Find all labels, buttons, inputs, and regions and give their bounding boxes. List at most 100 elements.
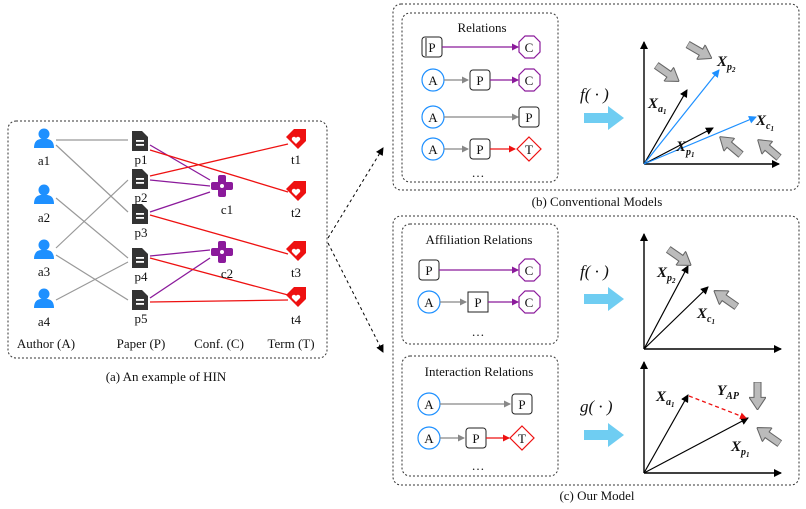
svg-text:YAP: YAP <box>717 383 740 402</box>
our-model-caption: (c) Our Model <box>559 488 634 503</box>
ellipsis: … <box>472 165 485 180</box>
node-label: P <box>476 142 483 157</box>
node-label: P <box>518 397 525 412</box>
hint-arrow-icon <box>756 139 783 162</box>
node-label: P <box>476 73 483 88</box>
conference-label: c2 <box>221 266 233 281</box>
node-label: A <box>424 295 434 310</box>
author-label: a4 <box>38 314 51 329</box>
document-icon <box>132 204 148 224</box>
conventional-caption: (b) Conventional Models <box>532 194 663 209</box>
svg-text:Xa1: Xa1 <box>655 389 675 409</box>
interaction-title: Interaction Relations <box>425 364 534 379</box>
paper-label: p1 <box>135 152 148 167</box>
ellipsis: … <box>472 458 485 473</box>
conventional-frame <box>392 3 800 191</box>
hin-caption: (a) An example of HIN <box>106 369 227 384</box>
embedding-plot-affiliation: Xp2 Xc1 <box>640 233 782 353</box>
node-label: A <box>424 431 434 446</box>
node-label: P <box>428 40 435 55</box>
node-label: P <box>472 431 479 446</box>
relations-title: Relations <box>457 20 506 35</box>
ellipsis: … <box>472 324 485 339</box>
paper-label: p2 <box>135 190 148 205</box>
node-label: A <box>428 142 438 157</box>
big-right-arrow-icon <box>584 423 624 447</box>
interaction-distance <box>688 395 747 420</box>
embedding-plot-b: Xa1 Xp2 Xp1 Xc1 <box>640 40 783 168</box>
paper-label: p4 <box>135 269 149 284</box>
term-label: t3 <box>291 265 301 280</box>
node-label: C <box>525 295 534 310</box>
svg-text:Xp1: Xp1 <box>730 439 750 459</box>
function-f-label: f( · ) <box>580 85 609 104</box>
node-label: C <box>525 40 534 55</box>
connector-to-b <box>327 147 384 239</box>
embedding-plot-interaction: Xa1 YAP Xp1 <box>640 361 783 477</box>
big-right-arrow-icon <box>584 287 624 311</box>
person-icon <box>34 184 54 204</box>
node-label: A <box>428 110 438 125</box>
hint-arrow-icon <box>685 40 713 60</box>
our-model-frame <box>392 215 800 486</box>
node-label: P <box>425 263 432 278</box>
plus-icon <box>211 241 233 263</box>
term-nodes: t1 t2 t3 t4 <box>286 129 306 327</box>
node-label: T <box>518 431 526 446</box>
node-label: A <box>424 397 434 412</box>
document-icon <box>132 290 148 310</box>
node-label: P <box>474 295 481 310</box>
node-label: C <box>525 73 534 88</box>
tag-heart-icon <box>286 181 306 201</box>
document-icon <box>132 131 148 151</box>
paper-label: p5 <box>135 311 148 326</box>
column-label-paper: Paper (P) <box>117 336 166 351</box>
person-icon <box>34 288 54 308</box>
conference-nodes: c1 c2 <box>211 175 233 281</box>
affiliation-title: Affiliation Relations <box>426 232 533 247</box>
svg-text:Xp2: Xp2 <box>716 54 736 74</box>
author-nodes: a1 a2 a3 a4 <box>34 128 54 329</box>
tag-heart-icon <box>286 241 306 261</box>
svg-text:Xc1: Xc1 <box>696 306 715 326</box>
interaction-box <box>401 355 559 477</box>
hint-arrow-icon <box>665 245 692 266</box>
person-icon <box>34 128 54 148</box>
tag-heart-icon <box>286 287 306 307</box>
hint-arrow-icon <box>718 136 745 159</box>
author-label: a2 <box>38 210 50 225</box>
document-icon <box>132 248 148 268</box>
svg-text:Xc1: Xc1 <box>755 113 774 133</box>
node-label: T <box>525 142 533 157</box>
term-label: t4 <box>291 312 302 327</box>
column-label-author: Author (A) <box>17 336 75 351</box>
function-f-label: f( · ) <box>580 262 609 281</box>
node-label: C <box>525 263 534 278</box>
paper-nodes: p1 p2 p3 p4 p5 <box>132 131 148 326</box>
author-label: a3 <box>38 264 50 279</box>
hint-arrow-icon <box>713 290 740 311</box>
document-icon <box>132 169 148 189</box>
node-label: A <box>428 73 438 88</box>
affiliation-box <box>401 223 559 345</box>
person-icon <box>34 239 54 259</box>
big-right-arrow-icon <box>584 106 624 130</box>
svg-text:Xp1: Xp1 <box>675 139 695 159</box>
hin-frame <box>7 120 328 359</box>
conference-label: c1 <box>221 202 233 217</box>
author-label: a1 <box>38 153 50 168</box>
relations-box <box>401 12 559 183</box>
hint-arrow-icon <box>756 427 783 448</box>
term-label: t2 <box>291 205 301 220</box>
term-label: t1 <box>291 152 301 167</box>
function-g-label: g( · ) <box>580 397 613 416</box>
hint-arrow-icon <box>653 61 680 82</box>
hin-edges <box>55 139 289 303</box>
paper-label: p3 <box>135 225 148 240</box>
hint-arrow-icon <box>749 382 766 410</box>
node-label: P <box>525 110 532 125</box>
connector-to-c <box>327 242 384 353</box>
column-label-conference: Conf. (C) <box>194 336 244 351</box>
column-label-term: Term (T) <box>267 336 314 351</box>
